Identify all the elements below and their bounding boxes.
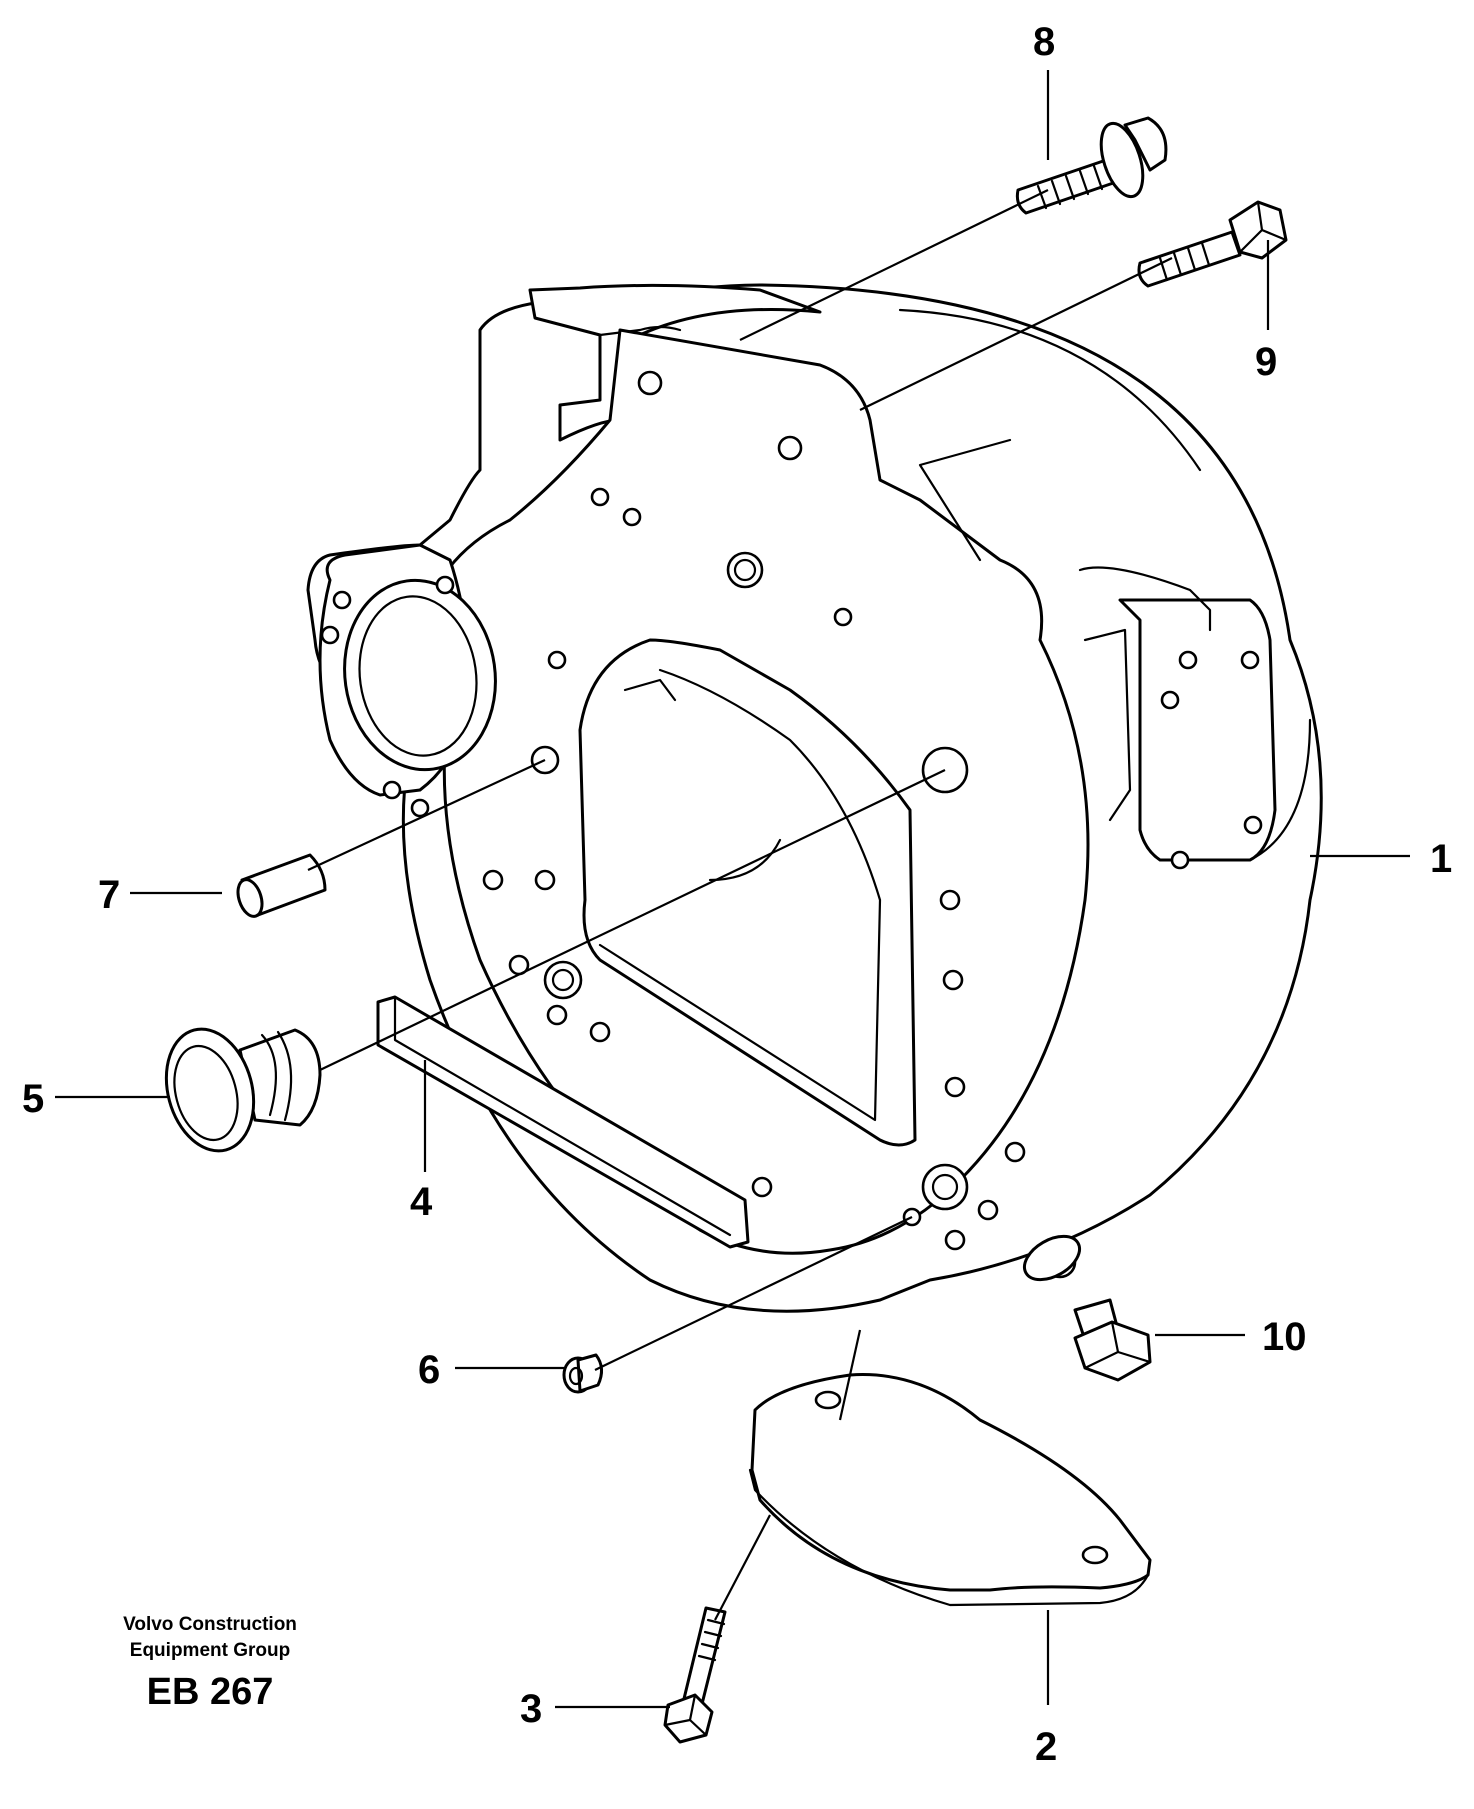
cap-screw — [663, 1606, 727, 1744]
leader-9 — [859, 257, 1173, 411]
publisher-credit: Volvo Construction Equipment Group EB 26… — [80, 1612, 340, 1714]
hex-bolt — [1137, 200, 1288, 288]
flange-bolt — [1015, 116, 1168, 215]
leader-6 — [594, 1216, 913, 1371]
drain-plug — [1023, 1234, 1152, 1382]
callout-numbers: 1 2 3 4 5 6 7 8 9 10 — [22, 20, 1452, 1769]
credit-line-1: Volvo Construction — [123, 1614, 297, 1635]
callout-1: 1 — [1430, 837, 1452, 881]
leader-5 — [319, 769, 946, 1071]
callout-7: 7 — [98, 873, 120, 917]
leader-8 — [739, 189, 1049, 341]
callout-5: 5 — [22, 1077, 44, 1121]
leader-2-hole — [838, 1329, 862, 1421]
leader-3 — [714, 1514, 771, 1621]
callout-3: 3 — [520, 1687, 542, 1731]
callout-8: 8 — [1033, 20, 1055, 64]
leader-7 — [307, 759, 546, 871]
credit-line-2: Equipment Group — [129, 1640, 291, 1661]
dowel-pin — [236, 853, 327, 918]
flywheel-housing — [306, 283, 1323, 1313]
callout-4: 4 — [410, 1180, 433, 1224]
threaded-plug — [164, 1027, 322, 1153]
leader-lines — [55, 70, 1410, 1709]
callout-2: 2 — [1035, 1725, 1057, 1769]
small-plug — [562, 1353, 603, 1394]
diagram-code: EB 267 — [146, 1671, 274, 1713]
cover-plate — [748, 1373, 1152, 1607]
seal-strip — [376, 995, 750, 1249]
callout-10: 10 — [1262, 1315, 1307, 1359]
callout-9: 9 — [1255, 340, 1277, 384]
callout-6: 6 — [418, 1348, 440, 1392]
